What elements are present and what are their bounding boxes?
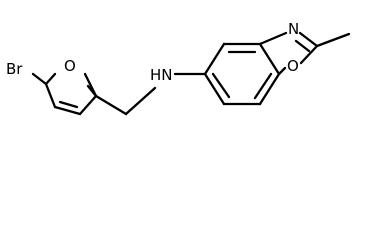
bond-ch2-n [124,86,157,116]
bond-b4-b5 [258,72,281,106]
furan-ring [44,72,98,116]
bond-c4-c3-inner [58,100,79,109]
structure-diagram: Br O HN N O [6,20,351,116]
bromine-label: Br [6,60,23,78]
bond-o-b4 [277,66,287,76]
bond-b3-b4 [258,42,281,76]
bond-b6-b1-inner [211,72,231,99]
bond-c2-o [299,44,319,65]
molecule-drawing: Br O HN N O [6,20,351,116]
bond-c3-c2 [44,82,57,109]
bond-b4-b5-inner [253,72,273,100]
amine-label: HN [150,66,173,84]
benzene-ring [203,42,281,106]
bond-n-c2-inner [294,39,311,53]
furan-oxygen-label: O [64,57,76,75]
oxazole-ring [258,31,319,76]
bond-c5-ch2 [94,94,128,116]
bond-b1-b2 [203,42,226,76]
oxazole-nitrogen-label: N [288,20,299,38]
bond-c4-c3 [53,105,82,116]
oxazole-oxygen-label: O [287,57,299,75]
bond-c5-c6 [86,84,98,98]
bond-c2-br [31,72,48,86]
bond-b6-b1 [203,72,226,106]
bond-c5-c4 [78,94,98,116]
bond-b3-n [258,31,288,46]
bond-c2-o1 [44,72,57,86]
bond-c2-methyl [315,32,351,48]
bond-n-c2 [298,31,319,48]
